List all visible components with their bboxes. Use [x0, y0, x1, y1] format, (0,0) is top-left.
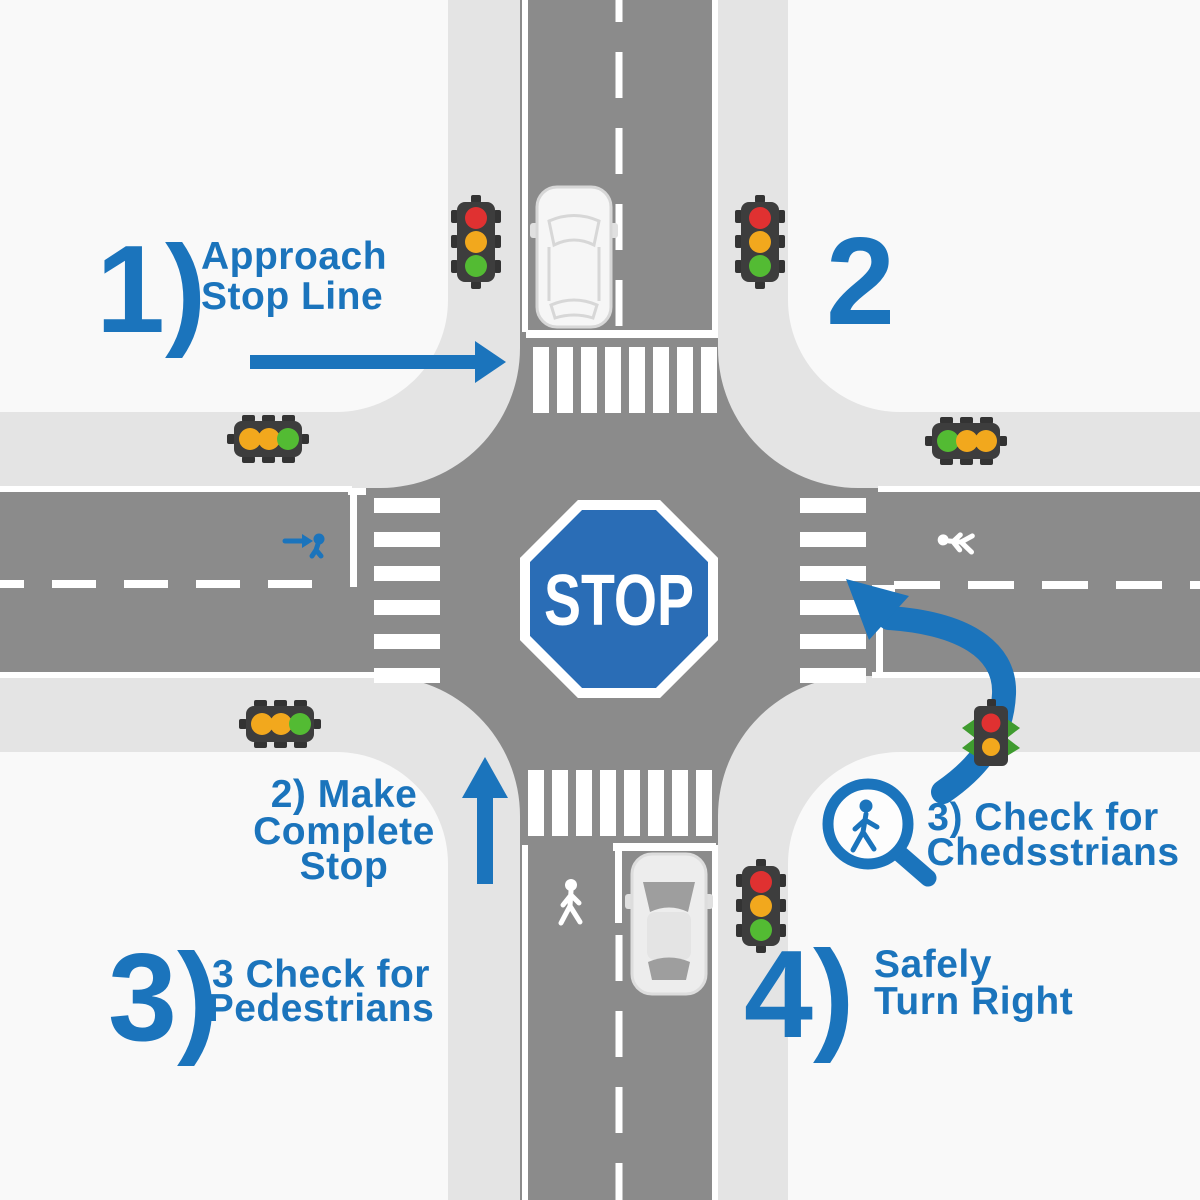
- step3-right-label-line1: 3) Check for: [927, 796, 1158, 839]
- traffic-light-south-right: [736, 859, 786, 953]
- step2-label-line1: 2) Make: [271, 773, 418, 816]
- step3-left-number: 3): [108, 929, 218, 1067]
- step2-arrow: [462, 757, 508, 884]
- pedestrian-arrow-marker-west-icon: [282, 533, 325, 559]
- pedestrian-east-icon: [937, 532, 975, 555]
- pedestrian-south-icon: [558, 879, 583, 926]
- stop-sign: STOP: [520, 500, 718, 698]
- car-north: [530, 185, 618, 329]
- step2-label-line3: Stop: [300, 845, 389, 888]
- step2-badge-number: 2: [826, 213, 895, 351]
- west-crosswalk: [374, 498, 440, 683]
- step4-label-line1: Safely: [874, 943, 992, 986]
- step2-label-line2: Complete: [253, 810, 435, 853]
- south-crosswalk: [528, 770, 712, 836]
- north-crosswalk: [533, 347, 717, 413]
- traffic-light-west-lower: [239, 700, 321, 748]
- magnifier-pedestrian-icon: [822, 778, 937, 887]
- stop-sign-label: STOP: [544, 561, 694, 641]
- traffic-light-west-upper: [227, 415, 309, 463]
- step4-label-line2: Turn Right: [874, 980, 1073, 1023]
- traffic-light-north-right: [735, 195, 785, 289]
- step1-number: 1): [96, 221, 206, 359]
- traffic-light-turn-arc: [962, 699, 1020, 766]
- step1-label-line1: Approach: [201, 235, 387, 278]
- car-south: [625, 852, 713, 996]
- step4-number: 4): [744, 926, 854, 1064]
- step3-right-label-line2: Chedsstrians: [926, 831, 1179, 874]
- turn-arrow: [846, 579, 1016, 804]
- traffic-light-east-upper: [925, 417, 1007, 465]
- step1-label-line2: Stop Line: [201, 275, 383, 318]
- step3-left-label-line1: 3 Check for: [212, 953, 430, 996]
- stop-lines: [348, 330, 895, 923]
- traffic-light-north-left: [451, 195, 501, 289]
- step3-left-label-line2: Pedestrians: [208, 987, 435, 1030]
- east-crosswalk: [800, 498, 866, 683]
- step1-arrow: [250, 341, 506, 383]
